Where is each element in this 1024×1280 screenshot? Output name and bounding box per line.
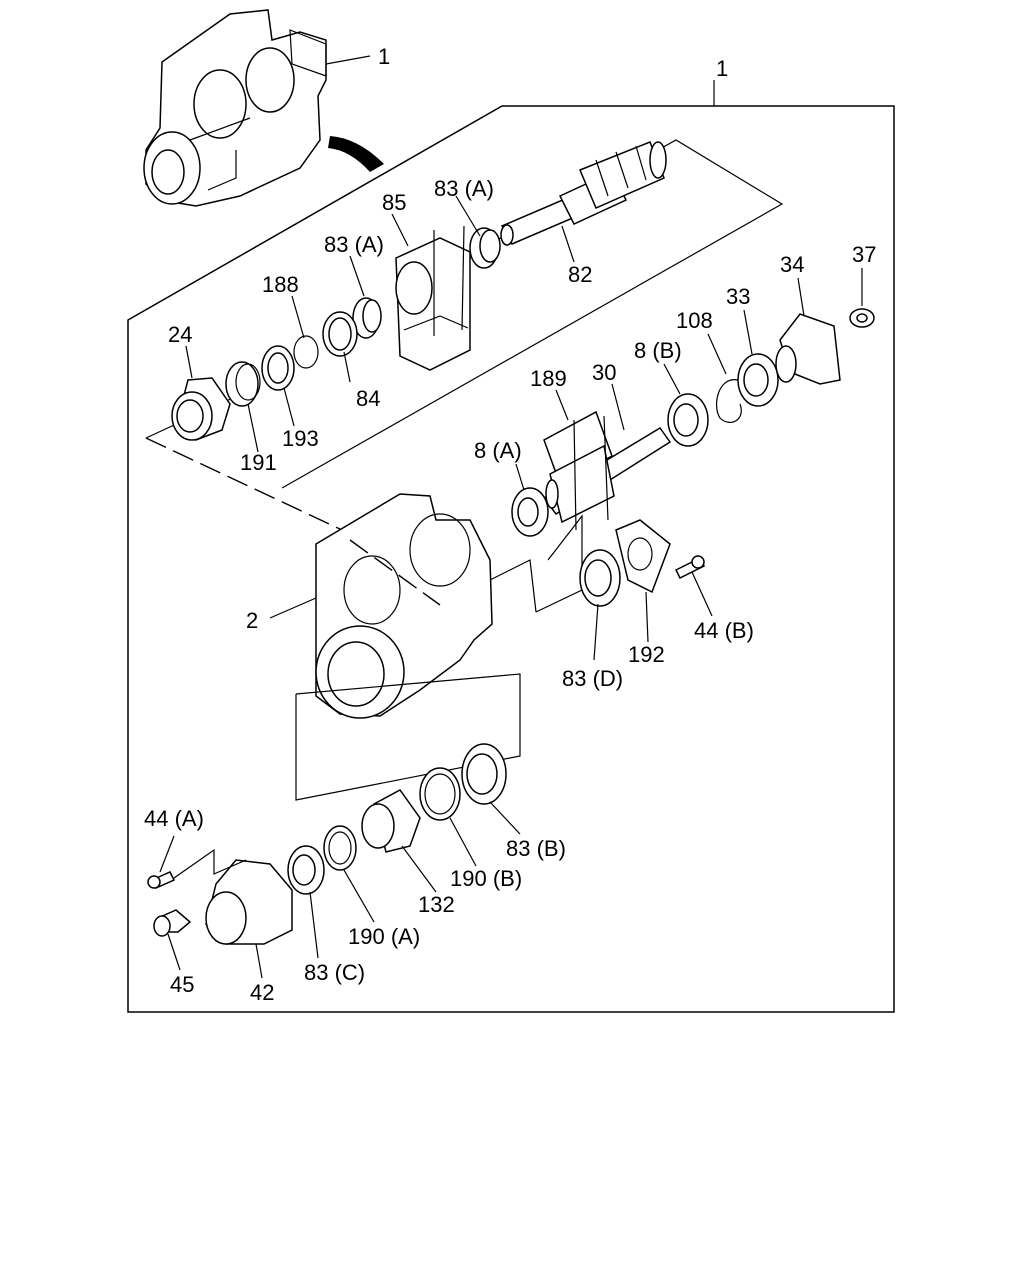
label-83a-lower: 83 (A) <box>324 232 384 257</box>
label-33: 33 <box>726 284 750 309</box>
ring-191 <box>225 361 261 407</box>
label-82: 82 <box>568 262 592 287</box>
label-190a: 190 (A) <box>348 924 420 949</box>
fitting-45 <box>153 909 192 937</box>
sleeve-132 <box>361 789 421 853</box>
label-83c: 83 (C) <box>304 960 365 985</box>
label-83a-upper: 83 (A) <box>434 176 494 201</box>
shaft-82 <box>500 141 667 246</box>
label-34: 34 <box>780 252 804 277</box>
label-8a: 8 (A) <box>474 438 522 463</box>
label-45: 45 <box>170 972 194 997</box>
ring-190b <box>419 767 461 821</box>
nut-37 <box>849 308 875 328</box>
bearing-193 <box>261 345 295 391</box>
label-83b: 83 (B) <box>506 836 566 861</box>
label-2: 2 <box>246 608 258 633</box>
shaft-30 <box>542 410 672 531</box>
retainer-34 <box>775 313 841 385</box>
needle-bearing-83a-upper <box>469 227 501 269</box>
needle-bearing-83a-lower <box>352 297 382 339</box>
label-190b: 190 (B) <box>450 866 522 891</box>
bearing-83b <box>461 743 507 805</box>
label-37: 37 <box>852 242 876 267</box>
label-191: 191 <box>240 450 277 475</box>
label-30: 30 <box>592 360 616 385</box>
bolt-44a <box>147 871 176 889</box>
bearing-8b <box>667 393 709 447</box>
bearing-33 <box>737 353 779 407</box>
label-1-frame: 1 <box>716 56 728 81</box>
gear-85 <box>395 225 471 371</box>
label-193: 193 <box>282 426 319 451</box>
label-1-top: 1 <box>378 44 390 69</box>
leader-1-top <box>325 55 371 65</box>
housing-42 <box>205 859 293 945</box>
flange-24 <box>171 377 231 441</box>
label-192: 192 <box>628 642 665 667</box>
label-8b: 8 (B) <box>634 338 682 363</box>
label-83d: 83 (D) <box>562 666 623 691</box>
label-189: 189 <box>530 366 567 391</box>
label-84: 84 <box>356 386 380 411</box>
curved-arrow <box>328 136 384 172</box>
assembly-frame <box>127 105 895 1013</box>
bearing-83c <box>287 845 325 895</box>
bearing-83d <box>579 549 621 607</box>
bolt-44b <box>674 555 706 580</box>
snap-ring-108 <box>716 379 742 423</box>
label-188: 188 <box>262 272 299 297</box>
label-108: 108 <box>676 308 713 333</box>
group-box-30 <box>535 514 583 613</box>
label-85: 85 <box>382 190 406 215</box>
label-24: 24 <box>168 322 192 347</box>
leader-lines <box>159 195 863 979</box>
label-44b: 44 (B) <box>694 618 754 643</box>
label-42: 42 <box>250 980 274 1005</box>
group-box-lower <box>295 673 521 801</box>
snap-ring-188 <box>293 335 319 369</box>
spacer-84 <box>322 311 358 357</box>
reference-assembly <box>143 9 327 207</box>
leader-2 <box>269 597 317 619</box>
bearing-8a <box>511 487 549 537</box>
label-132: 132 <box>418 892 455 917</box>
label-44a: 44 (A) <box>144 806 204 831</box>
housing-2 <box>315 493 493 719</box>
cover-192 <box>615 519 671 594</box>
ring-190a <box>323 825 357 871</box>
